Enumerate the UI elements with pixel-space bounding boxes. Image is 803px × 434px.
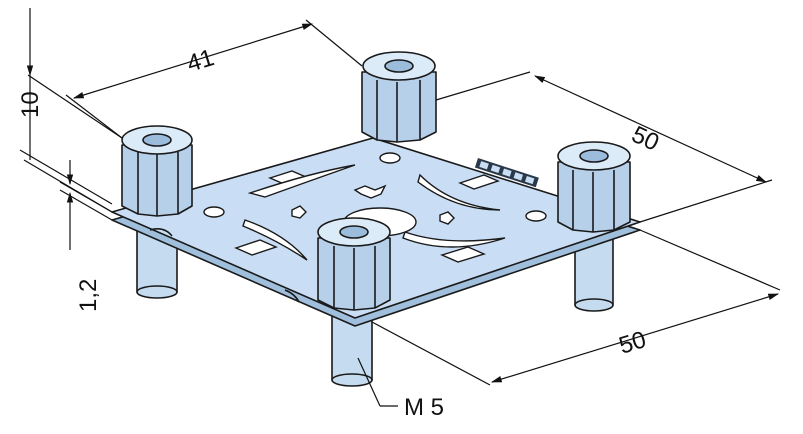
slot-left <box>234 239 278 256</box>
hole-left <box>203 206 225 218</box>
star-cutout-2 <box>291 205 307 219</box>
arc-slot-4 <box>402 231 506 248</box>
plate-cutouts <box>203 152 547 273</box>
slot-front <box>439 246 487 263</box>
star-cutout-3 <box>439 211 455 225</box>
brand-logo-icon <box>474 158 539 188</box>
dim-label-m5: M 5 <box>404 394 444 421</box>
dim-label-50-top: 50 <box>627 121 663 157</box>
dimension-1-2: 1,2 <box>19 149 113 312</box>
dim-label-41: 41 <box>184 44 217 78</box>
thread-callout: M 5 <box>357 357 444 421</box>
slot-right <box>458 174 500 190</box>
dim-label-10: 10 <box>17 91 44 118</box>
dimension-41: 41 <box>65 19 363 139</box>
hex-nut-left <box>121 125 193 217</box>
hole-right <box>525 210 547 222</box>
dim-label-50-bottom: 50 <box>616 326 649 360</box>
arc-slot-3 <box>242 219 308 261</box>
hex-nut-right <box>557 141 631 233</box>
hex-nut-back <box>361 51 437 143</box>
arc-slot-2 <box>417 173 501 211</box>
hole-back <box>379 152 401 164</box>
hex-nut-front <box>317 217 391 311</box>
star-cutout-1 <box>353 184 387 199</box>
dim-label-1-2: 1,2 <box>75 279 102 312</box>
arc-slot-1 <box>247 164 356 198</box>
